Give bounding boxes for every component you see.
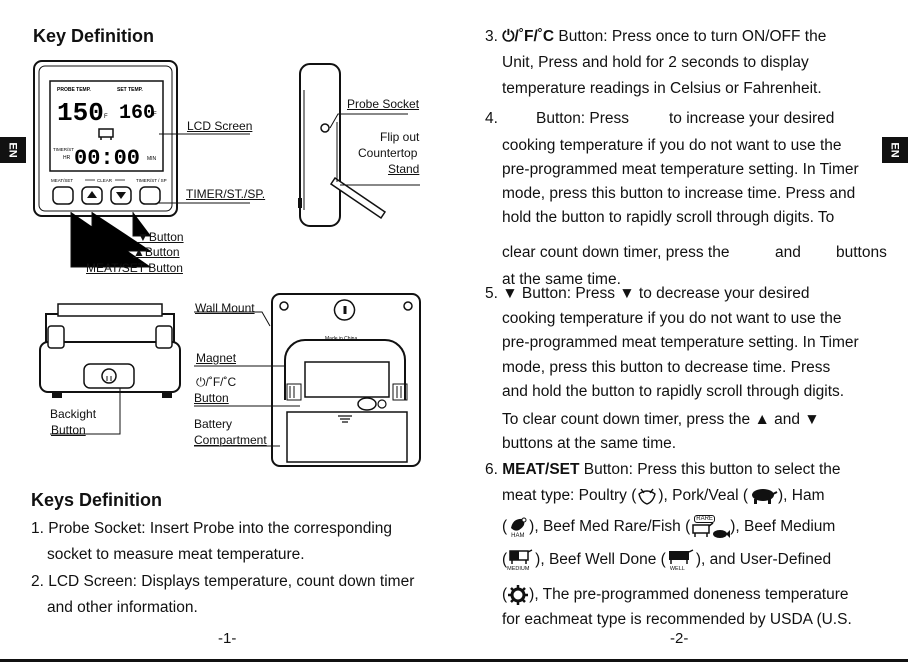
magnet [304,361,390,398]
set-temp-value: 160 [119,102,155,125]
page-number-left: -1- [218,630,237,647]
cow-well-icon [668,549,694,564]
keys-definition-title: Keys Definition [31,490,163,510]
svg-text:TIMER/ST / SP: TIMER/ST / SP [136,178,167,183]
key-item-2-line-2: and other information. [47,599,198,616]
svg-text:MEAT/SET: MEAT/SET [51,178,73,183]
flip-out-stand [329,176,387,220]
item-4-line-7: at the same time. [502,271,621,288]
language-tab-left: EN [0,137,26,163]
svg-text:MIN: MIN [147,156,157,162]
poultry-icon [638,488,657,505]
item-5-line-1: 5. ▼ Button: Press ▼ to decrease your de… [485,285,810,302]
item-4-num: 4. [485,110,498,127]
back-callout-lines [194,311,300,447]
item-5-line-5: and hold the button to rapidly scroll th… [502,383,845,400]
probe-socket-label: Probe Socket [347,97,420,111]
up-triangle-icon [87,191,97,198]
item-4-line-6c: buttons [836,244,887,261]
flip-out-label-3: Stand [388,162,420,176]
item-6-line-2: meat type: Poultry (), Pork/Veal (), Ham [502,487,825,505]
backlight-callout-lines [50,388,121,435]
item-4-line-3: pre-programmed meat temperature setting.… [502,161,859,178]
item-3-line-1: 3. ⏻/˚F/˚C Button: Press once to turn ON… [485,28,827,45]
probe-temp-value: 150 [57,98,104,128]
item-4-line-6b: and [775,244,801,261]
item-5-line-6: To clear count down timer, press the ▲ a… [502,411,820,428]
item-6-line-6: for eachmeat type is recommended by USDA… [502,611,852,628]
meat-set-key [52,186,74,205]
magnet-label: Magnet [196,351,237,365]
item-4-line-2: cooking temperature if you do not want t… [502,137,842,154]
item-4-line-1b: to increase your desired [669,110,835,127]
item-4-line-6a: clear count down timer, press the [502,244,730,261]
battery-label-1: Battery [194,417,233,431]
probe-temp-label: PROBE TEMP. [57,87,91,93]
front-callout-lines [70,133,250,268]
down-triangle-icon: ▼ [804,411,820,428]
item-5-line-3: pre-programmed meat temperature setting.… [502,334,859,351]
gear-icon [508,584,529,605]
down-triangle-icon: ▼ [502,285,518,302]
flip-out-label-1: Flip out [380,130,420,144]
item-3-line-2: Unit, Press and hold for 2 seconds to di… [502,54,809,71]
device-back-figure: Made in China [271,293,421,467]
svg-text:F: F [104,114,108,120]
item-3-line-3: temperature readings in Celsius or Fahre… [502,80,822,97]
down-button-label: ▼Button [137,230,184,244]
down-triangle-icon [116,192,126,199]
ham-icon [511,517,527,531]
bulb-icon [101,368,117,384]
key-definition-title: Key Definition [33,26,155,46]
svg-text:CLEAR: CLEAR [97,178,113,183]
item-5-line-4: mode, press this button to decrease time… [502,359,831,376]
lcd-cow-icon [98,128,114,140]
power-button-back [357,397,377,411]
item-6-line-1: 6. MEAT/SET Button: Press this button to… [485,461,841,478]
battery-compartment [286,411,408,463]
up-triangle-icon: ▲ [754,411,770,428]
device-side-figure [298,63,387,227]
item-4-line-5: hold the button to rapidly scroll throug… [502,209,835,226]
svg-text:F: F [153,112,157,118]
device-front-figure: PROBE TEMP. SET TEMP. 150 160 F F TIMER/… [33,60,178,217]
flip-out-label-2: Countertop [358,146,418,160]
timer-button-label: TIMER/ST./SP. [186,187,266,201]
cow-medium-icon [509,549,533,564]
item-4-line-4: mode, press this button to increase time… [502,185,856,202]
timer-digits: 00:00 [74,146,140,171]
fish-icon [713,530,731,538]
cow-rare-icon [692,522,714,537]
lcd-screen-label: LCD Screen [187,119,253,133]
backlight-label-1: Backight [50,407,97,421]
svg-text:TIMER/ST: TIMER/ST [53,147,74,152]
power-button-label: Button [194,391,229,405]
battery-label-2: Compartment [194,433,267,447]
device-top-figure [39,303,181,398]
item-6-line-4: (MEDIUM), Beef Well Done (WELL), and Use… [502,548,831,572]
down-triangle-icon: ▼ [619,285,635,302]
backlight-label-2: Button [51,423,86,437]
item-6-line-5: (), The pre-programmed doneness temperat… [502,583,849,607]
key-item-2-line-1: 2. LCD Screen: Displays temperature, cou… [31,573,415,590]
item-4-line-1a: Button: Press [536,110,630,127]
meat-set-button-label: MEAT/SET Button [86,261,183,275]
language-tab-right: EN [882,137,908,163]
power-unit-label: ⏻/˚F/˚C [196,375,237,389]
item-5-line-2: cooking temperature if you do not want t… [502,310,842,327]
pig-icon [751,488,778,504]
bottom-rule [0,659,908,662]
side-callout-lines [329,113,420,186]
timer-key [139,186,161,205]
wall-mount-label: Wall Mount [195,301,255,315]
page-number-right: -2- [670,630,689,647]
item-5-line-7: buttons at the same time. [502,435,677,452]
key-item-1-line-1: 1. Probe Socket: Insert Probe into the c… [31,520,393,537]
svg-text:HR: HR [63,155,71,161]
key-item-1-line-2: socket to measure meat temperature. [47,546,305,563]
probe-socket-icon [320,123,330,133]
up-button-label: ▲Button [133,245,180,259]
set-temp-label: SET TEMP. [117,87,143,93]
item-6-line-3: (HAM), Beef Med Rare/Fish (RARE), Beef M… [502,515,836,539]
